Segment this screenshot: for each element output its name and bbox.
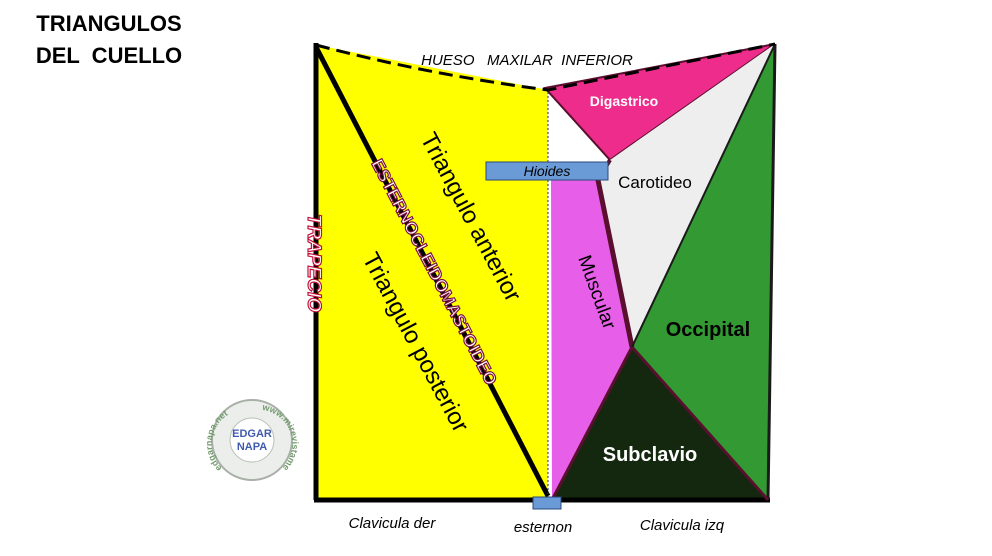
- carotid-label: Carotideo: [618, 173, 692, 192]
- watermark-center: [229, 417, 275, 463]
- omohyoid-line: [630, 346, 770, 501]
- title-line-2: DEL CUELLO: [35, 43, 183, 68]
- watermark-logo: edgarnapa.net www.mirevistamedica EDGAR …: [0, 0, 300, 481]
- carotid-border: [595, 179, 635, 348]
- watermark-name-2: NAPA: [237, 441, 267, 453]
- digastric-label: Digastrico: [590, 93, 658, 109]
- subclavian-triangle: [552, 347, 768, 500]
- scm-right-border: [631, 43, 776, 348]
- trapezius-label: TRAPECIO: [303, 214, 324, 312]
- sternum: [532, 496, 562, 510]
- occipital-label: Occipital: [666, 319, 750, 341]
- sternum-label: esternon: [514, 519, 572, 536]
- carotid-triangle: [598, 44, 775, 347]
- occipital-right-border: [766, 43, 777, 501]
- suprahyoid-gap: [548, 90, 610, 180]
- sternocleidomastoid-border: [313, 45, 551, 498]
- right-clavicle-label: Clavicula der: [349, 515, 437, 532]
- hyoid-bone: [485, 161, 609, 181]
- page-title: TRIANGULOS DEL CUELLO: [14, 8, 204, 72]
- watermark-name-1: EDGAR: [232, 428, 272, 440]
- left-clavicle-label: Clavicula izq: [640, 517, 725, 534]
- mandible-line: [315, 42, 776, 92]
- title-line-1: TRIANGULOS: [36, 11, 182, 36]
- mandible-label: HUESO MAXILAR INFERIOR: [421, 52, 633, 69]
- scm-left-border: [550, 346, 634, 501]
- hyoid-label: Hioides: [524, 163, 571, 179]
- subclavian-label: Subclavio: [603, 444, 697, 466]
